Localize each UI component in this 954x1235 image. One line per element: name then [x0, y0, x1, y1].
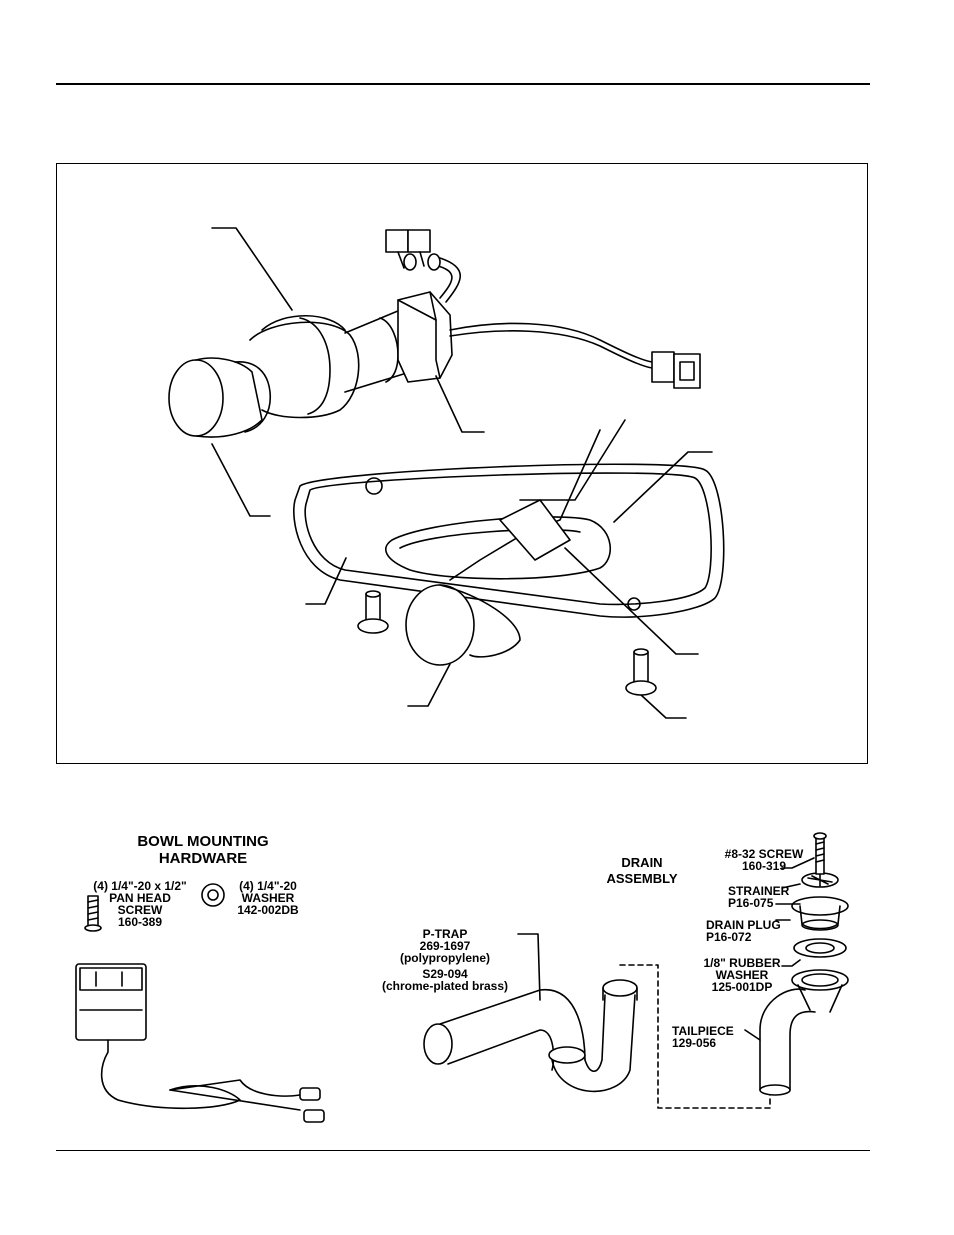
pan-head-screw-label: (4) 1/4"-20 x 1/2" PAN HEAD SCREW 160-38…	[93, 879, 187, 929]
sensor-body-drawing	[168, 229, 701, 438]
bowl-mounting-hardware-title: BOWL MOUNTING HARDWARE	[137, 833, 269, 867]
tailpiece-label: TAILPIECE 129-056	[672, 1024, 734, 1050]
drain-screw-label: #8-32 SCREW 160-319	[724, 847, 804, 873]
bowl-gasket-drawing	[293, 419, 725, 666]
drain-parts-drawing	[791, 832, 849, 958]
top-rule	[56, 83, 870, 85]
screw-drawings	[357, 590, 657, 696]
tailpiece-drawing	[759, 969, 849, 1096]
washer-label: (4) 1/4"-20 WASHER 142-002DB	[237, 879, 299, 917]
p-trap-drawing	[423, 979, 638, 1093]
p-trap-label: P-TRAP 269-1697 (polypropylene) S29-094 …	[381, 927, 509, 993]
bottom-rule	[56, 1150, 870, 1151]
hardware-drawings	[84, 883, 225, 932]
power-adapter-drawing	[75, 963, 325, 1123]
rubber-washer-label: 1/8" RUBBER WASHER 125-001DP	[703, 956, 781, 994]
drain-plug-label: DRAIN PLUG P16-072	[706, 918, 781, 944]
sensor-assembly-diagram-frame	[56, 163, 868, 764]
strainer-label: STRAINER P16-075	[728, 884, 790, 910]
drain-assembly-title: DRAIN ASSEMBLY	[606, 855, 678, 886]
